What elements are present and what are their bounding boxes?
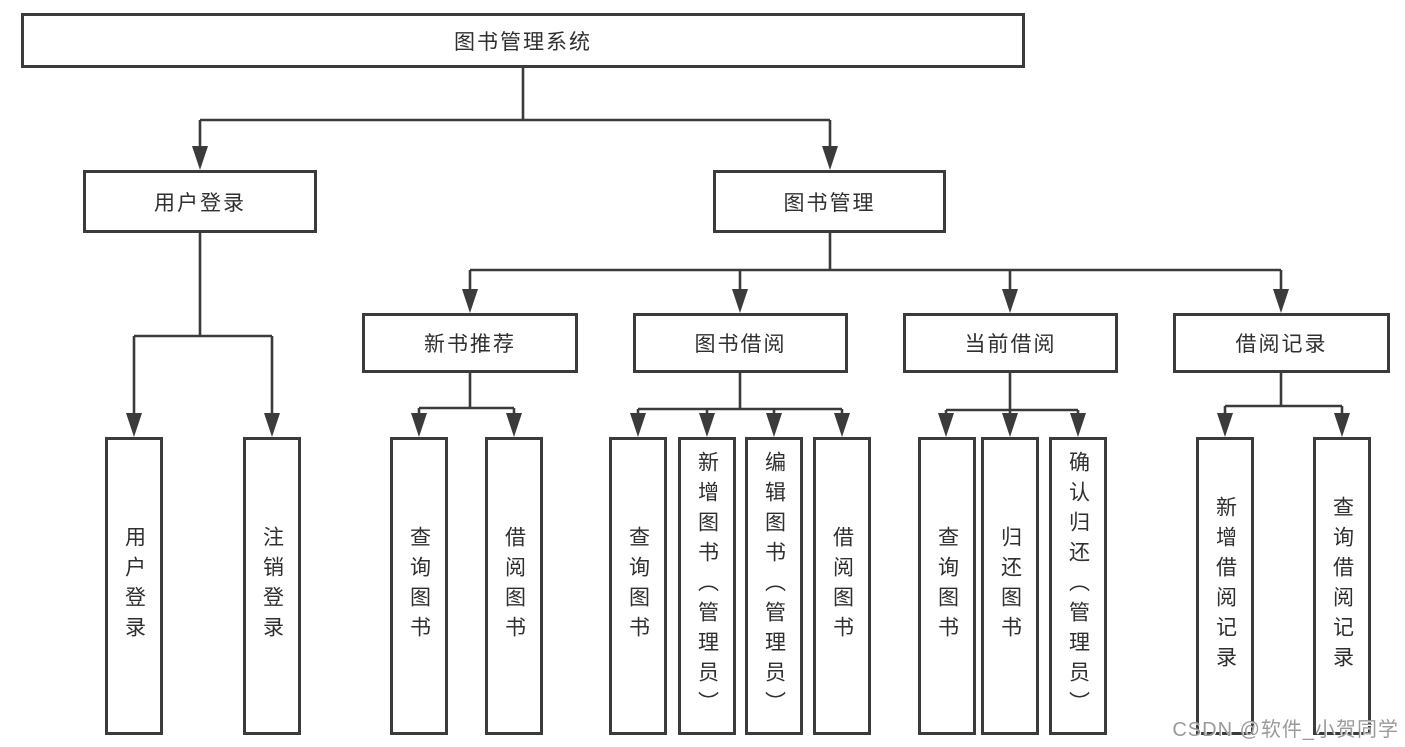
arrow-down-icon (411, 413, 427, 437)
arrow-down-icon (192, 146, 208, 170)
arrow-down-icon (699, 413, 715, 437)
arrow-down-icon (264, 413, 280, 437)
watermark: CSDN @软件_小贺同学 (1172, 719, 1399, 741)
arrow-down-icon (1273, 289, 1289, 313)
node-new-book-recommendation: 新书推荐 (362, 313, 578, 373)
arrow-down-icon (1217, 413, 1233, 437)
arrow-down-icon (766, 413, 782, 437)
leaf-user-login: 用户登录 (105, 437, 163, 735)
arrow-down-icon (630, 413, 646, 437)
leaf-return-book: 归还图书 (981, 437, 1039, 735)
arrow-down-icon (506, 413, 522, 437)
leaf-edit-book-admin: 编辑图书（管理员） (745, 437, 803, 735)
connector-arrowheads (126, 146, 1350, 437)
connector-lines (132, 68, 1344, 416)
leaf-query-books-borrowing: 查询图书 (609, 437, 667, 735)
leaf-confirm-return-admin: 确认归还（管理员） (1049, 437, 1107, 735)
leaf-query-borrow-record: 查询借阅记录 (1313, 437, 1371, 735)
arrow-down-icon (1334, 413, 1350, 437)
node-current-borrowing: 当前借阅 (903, 313, 1118, 373)
leaf-add-borrow-record: 新增借阅记录 (1196, 437, 1254, 735)
arrow-down-icon (126, 413, 142, 437)
arrow-down-icon (938, 413, 954, 437)
leaf-add-book-admin: 新增图书（管理员） (678, 437, 736, 735)
node-book-borrowing: 图书借阅 (633, 313, 848, 373)
arrow-down-icon (1002, 413, 1018, 437)
arrow-down-icon (462, 289, 478, 313)
leaf-query-books-current: 查询图书 (918, 437, 976, 735)
node-borrowing-records: 借阅记录 (1173, 313, 1390, 373)
leaf-logout-login: 注销登录 (243, 437, 301, 735)
leaf-borrow-books-recommend: 借阅图书 (485, 437, 543, 735)
arrow-down-icon (822, 146, 838, 170)
node-book-management: 图书管理 (713, 170, 946, 233)
arrow-down-icon (732, 289, 748, 313)
arrow-down-icon (1070, 413, 1086, 437)
leaf-borrow-books-borrowing: 借阅图书 (813, 437, 871, 735)
leaf-query-books-recommend: 查询图书 (390, 437, 448, 735)
arrow-down-icon (834, 413, 850, 437)
arrow-down-icon (1002, 289, 1018, 313)
node-user-login: 用户登录 (83, 170, 317, 233)
node-library-system-root: 图书管理系统 (21, 13, 1025, 68)
